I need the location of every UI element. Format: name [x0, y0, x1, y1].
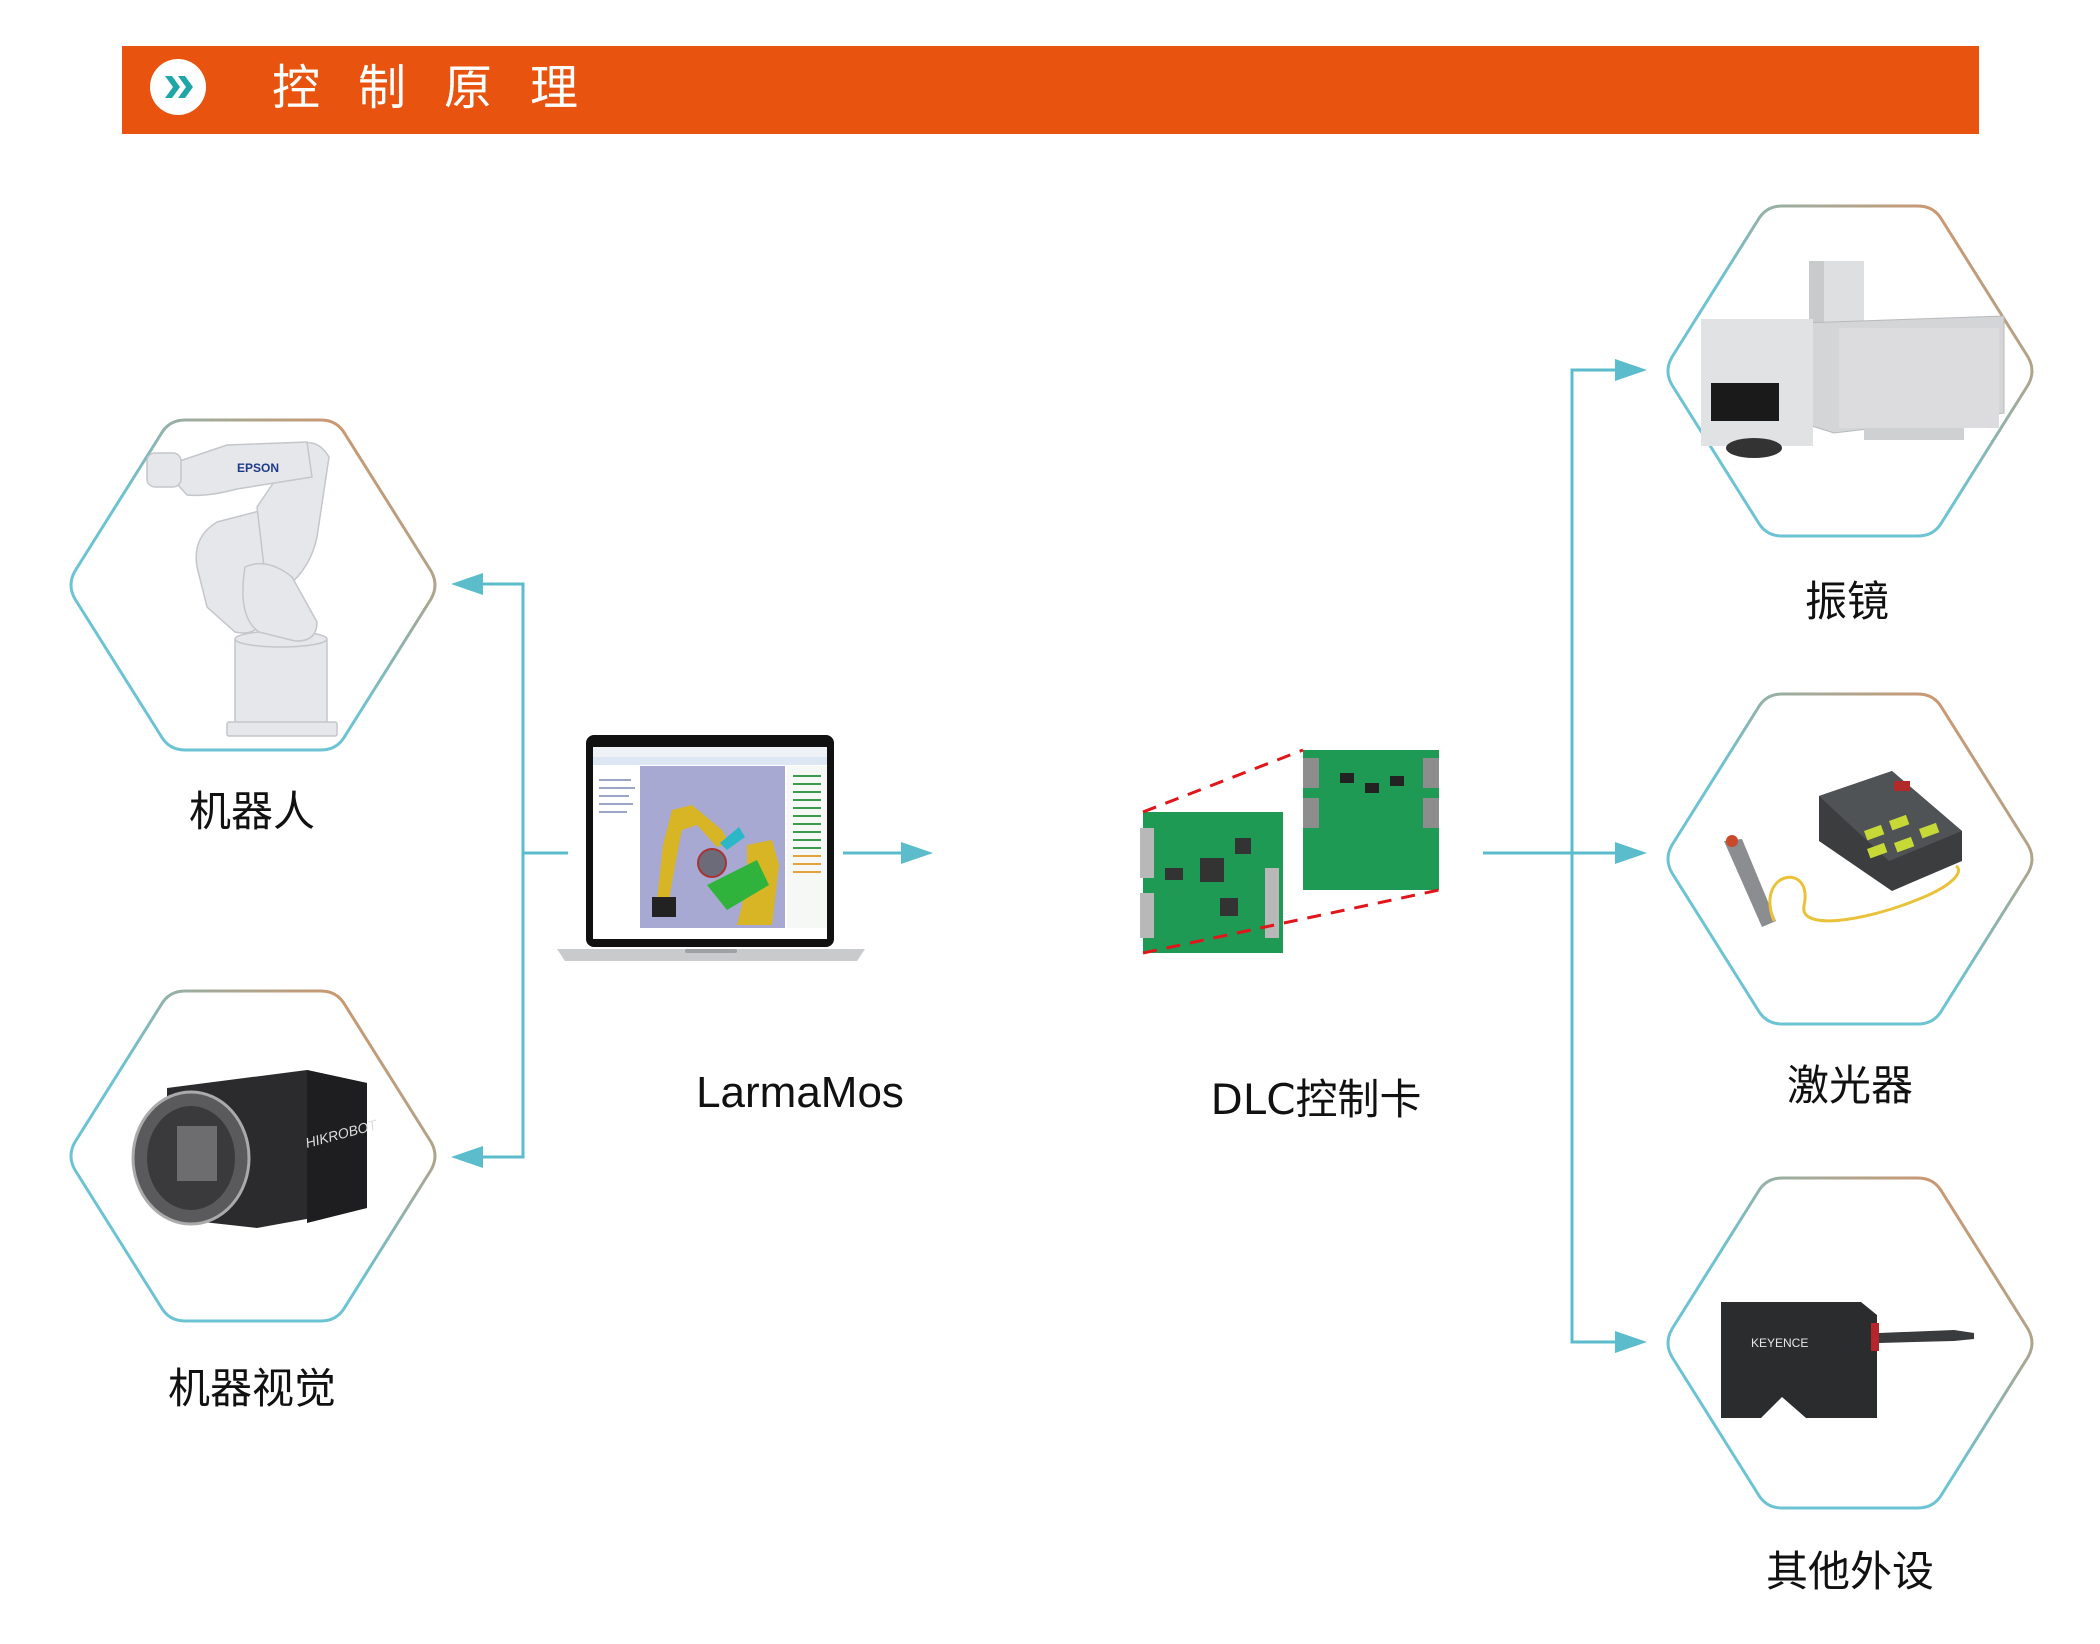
arrowhead-galvo — [1615, 359, 1647, 381]
connector-robot — [478, 582, 568, 855]
arrowhead-robot — [451, 573, 483, 595]
hexagon-frame-galvo — [1664, 203, 2036, 539]
double-chevron-right-icon — [150, 59, 206, 115]
connector-galvo — [1570, 368, 1620, 1344]
arrowhead-peripheral — [1615, 1331, 1647, 1353]
hexagon-frame-peripheral: KEYENCE — [1664, 1175, 2036, 1511]
robot-arm-image: EPSON — [146, 441, 338, 737]
robot-label: 机器人 — [188, 787, 316, 836]
hexagon-frame-laser — [1664, 691, 2036, 1027]
galvo-scanner-image — [1701, 261, 2005, 458]
keyence-logo: KEYENCE — [1751, 1336, 1808, 1350]
software-label: LarmaMos — [696, 1068, 904, 1117]
control-board-image — [1140, 748, 1442, 958]
dashed-link-top — [1142, 748, 1304, 814]
laser-label: 激光器 — [1786, 1061, 1914, 1110]
dashed-link-bottom — [1142, 888, 1440, 955]
industrial-camera-image: HIKROBOT — [131, 1070, 380, 1228]
arrowhead-controller — [901, 842, 933, 864]
controller-label: DLC控制卡 — [1210, 1075, 1422, 1124]
peripheral-label: 其他外设 — [1765, 1547, 1935, 1596]
section-title: 控制原理 — [272, 60, 617, 116]
sensor-peripheral-image: KEYENCE — [1721, 1302, 1974, 1418]
epson-logo: EPSON — [237, 461, 279, 475]
galvo-label: 振镜 — [1804, 577, 1890, 626]
hexagon-frame-vision: HIKROBOT — [67, 988, 439, 1324]
section-header-bar — [122, 46, 1979, 134]
arrowhead-laser — [1615, 842, 1647, 864]
laptop-software-screenshot — [557, 735, 865, 965]
vision-label: 机器视觉 — [167, 1364, 337, 1413]
connector-vision — [478, 853, 525, 1159]
arrowhead-vision — [451, 1146, 483, 1168]
hexagon-frame-robot: EPSON — [67, 417, 439, 753]
fiber-laser-image — [1724, 771, 1962, 927]
